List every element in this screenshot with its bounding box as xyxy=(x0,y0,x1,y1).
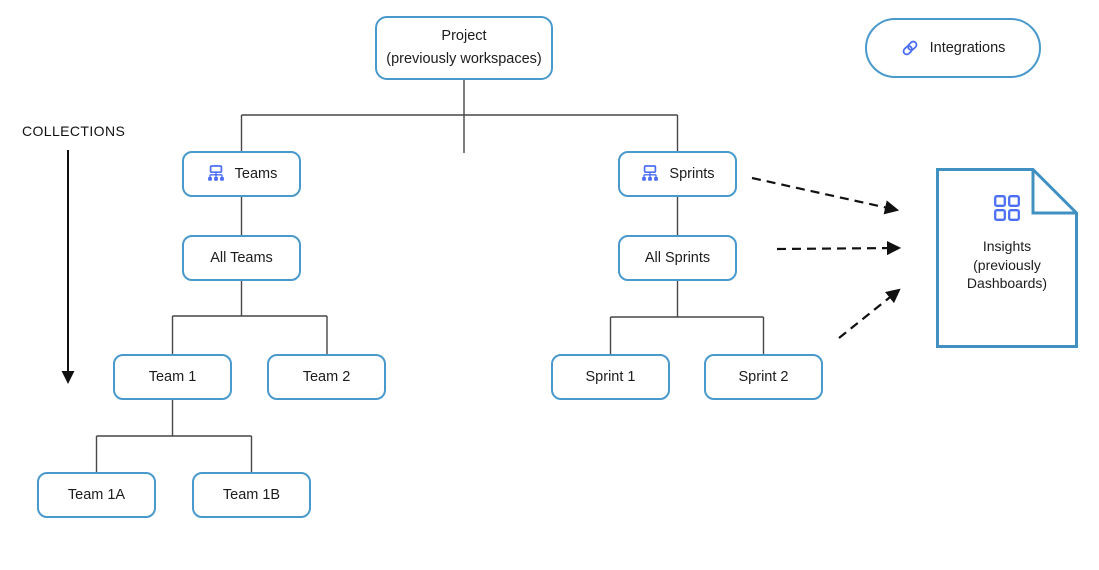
insights-content: Insights (previously Dashboards) xyxy=(936,168,1078,293)
sprint-2-label: Sprint 2 xyxy=(738,369,789,385)
node-all-sprints: All Sprints xyxy=(618,235,737,281)
team-2-label: Team 2 xyxy=(302,369,351,385)
dashed-arrow-sprints-to-insights xyxy=(751,176,900,215)
teams-label: Teams xyxy=(234,166,278,182)
node-team-1b: Team 1B xyxy=(192,472,311,518)
integrations-label: Integrations xyxy=(929,40,1006,56)
project-label-line1: Project xyxy=(441,28,487,44)
sprint-1-label: Sprint 1 xyxy=(585,369,636,385)
project-label-line2: (previously workspaces) xyxy=(386,51,542,67)
dashed-arrow-sprintlevel-to-insights xyxy=(838,288,901,339)
all-teams-label: All Teams xyxy=(210,250,273,266)
node-sprint-1: Sprint 1 xyxy=(551,354,670,400)
node-project: Project (previously workspaces) xyxy=(375,16,553,80)
dashed-arrow-allsprints-to-insights xyxy=(776,240,902,256)
node-team-1a: Team 1A xyxy=(37,472,156,518)
node-sprint-2: Sprint 2 xyxy=(704,354,823,400)
grid-icon xyxy=(992,195,1022,228)
tree-connectors xyxy=(95,80,765,474)
node-team-1: Team 1 xyxy=(113,354,232,400)
sprints-label: Sprints xyxy=(669,166,715,182)
node-integrations: Integrations xyxy=(865,18,1041,78)
team-1a-label: Team 1A xyxy=(67,487,126,503)
node-team-2: Team 2 xyxy=(267,354,386,400)
team-1b-label: Team 1B xyxy=(222,487,281,503)
document-shape xyxy=(936,168,1078,348)
insights-label-line1: Insights xyxy=(982,238,1032,254)
insights-label-line3: Dashboards) xyxy=(966,275,1048,291)
collections-label: COLLECTIONS xyxy=(22,123,126,139)
org-chart-icon xyxy=(206,165,226,183)
all-sprints-label: All Sprints xyxy=(644,250,711,266)
team-1-label: Team 1 xyxy=(148,369,197,385)
org-chart-icon xyxy=(640,165,660,183)
node-all-teams: All Teams xyxy=(182,235,301,281)
insights-label-line2: (previously xyxy=(973,256,1041,273)
node-sprints: Sprints xyxy=(618,151,737,197)
node-insights-document: Insights (previously Dashboards) xyxy=(936,168,1078,348)
link-icon xyxy=(901,39,919,57)
node-teams: Teams xyxy=(182,151,301,197)
